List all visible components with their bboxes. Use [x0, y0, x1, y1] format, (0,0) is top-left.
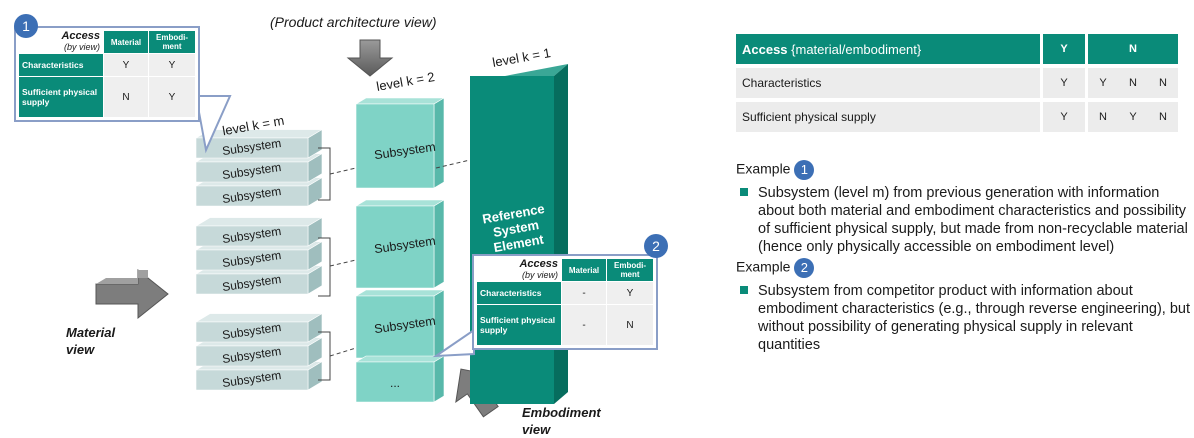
- access-table: Access {material/embodiment} Y N Charact…: [736, 34, 1178, 136]
- subsystem-block: [354, 97, 446, 105]
- subsystem-block: [354, 355, 446, 363]
- badge-1: 1: [14, 14, 38, 38]
- architecture-diagram: (Product architecture view) level k = m …: [14, 14, 668, 437]
- example-2-heading: Example 2: [736, 258, 1194, 278]
- arrow-down-icon: [346, 39, 394, 77]
- arrow-right-icon: [95, 268, 169, 320]
- level-m-stack: [194, 129, 324, 391]
- subsystem-block: [354, 199, 446, 207]
- table-row: Characteristics Y Y N N: [736, 66, 1178, 102]
- top-label: (Product architecture view): [270, 14, 437, 30]
- subsystem-block: [195, 321, 309, 343]
- subsystem-block: [195, 225, 309, 247]
- subsystem-block: [433, 97, 445, 189]
- ellipsis-label: ...: [390, 376, 401, 390]
- subsystem-block: [195, 369, 309, 391]
- level-2-stack: [354, 97, 446, 403]
- example-1-text: Subsystem (level m) from previous genera…: [736, 184, 1194, 256]
- subsystem-block: [355, 205, 435, 289]
- subsystem-block: [195, 273, 309, 295]
- callout-pointer: [194, 95, 232, 154]
- subsystem-block: [195, 345, 309, 367]
- example-2-text: Subsystem from competitor product with i…: [736, 282, 1194, 354]
- callout-example-1: Access(by view) Material Embodi- ment Ch…: [14, 26, 200, 122]
- legend-panel: Access {material/embodiment} Y N Charact…: [736, 34, 1194, 434]
- subsystem-block: [194, 313, 324, 323]
- table-row: Sufficient physical supply Y N Y N: [736, 100, 1178, 136]
- subsystem-block: [195, 185, 309, 207]
- subsystem-block: [195, 161, 309, 183]
- subsystem-block: [355, 103, 435, 189]
- example-1-heading: Example 1: [736, 160, 1194, 180]
- subsystem-block: [195, 249, 309, 271]
- subsystem-block: [354, 289, 446, 297]
- access-header: Access {material/embodiment}: [736, 34, 1042, 68]
- subsystem-block: [195, 137, 309, 159]
- callout-example-2: Access(by view) Material Embodi- ment Ch…: [472, 254, 658, 350]
- subsystem-block: [433, 355, 445, 403]
- connector-lines: [318, 147, 471, 381]
- subsystem-block: [355, 361, 435, 403]
- badge-2: 2: [644, 234, 668, 258]
- subsystem-block: [194, 217, 324, 227]
